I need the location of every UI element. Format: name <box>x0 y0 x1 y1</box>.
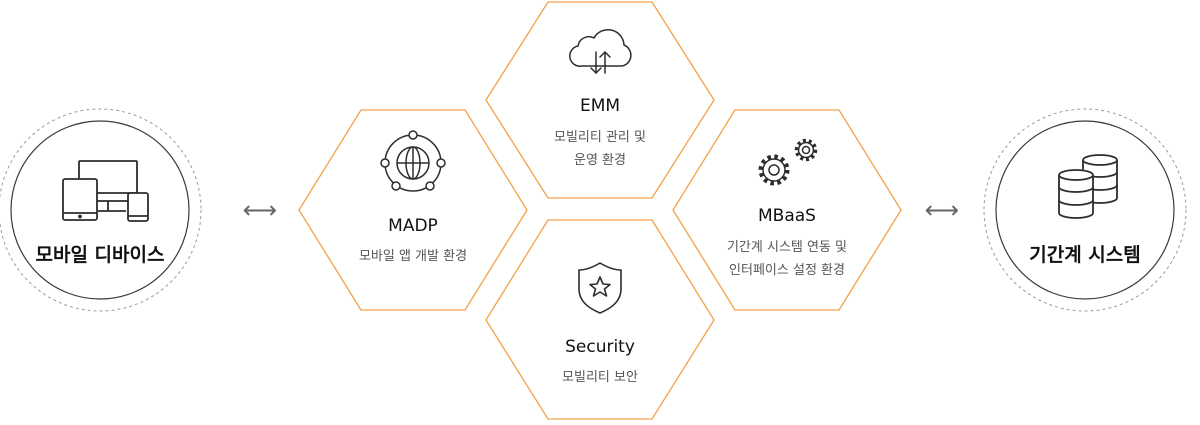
emm-title: EMM <box>579 96 621 116</box>
hexagon-mbaas <box>672 109 902 311</box>
left-connector-arrow: ⟷ <box>242 196 278 224</box>
hexagon-madp <box>298 109 528 311</box>
hexagon-emm <box>485 1 715 199</box>
globe-network-icon <box>380 130 446 192</box>
madp-desc: 모바일 앱 개발 환경 <box>358 249 468 264</box>
security-title: Security <box>565 337 635 357</box>
mbaas-title: MBaaS <box>758 206 816 226</box>
gears-icon <box>758 138 818 186</box>
right-node-label: 기간계 시스템 <box>1029 244 1141 266</box>
cloud-sync-icon <box>569 29 632 74</box>
left-node-circles <box>0 108 202 312</box>
left-node-label: 모바일 디바이스 <box>35 244 165 266</box>
mbaas-desc-line1: 기간계 시스템 연동 및 <box>726 240 848 255</box>
shield-star-icon <box>578 262 622 314</box>
mbaas-desc-line2: 인터페이스 설정 환경 <box>729 263 845 278</box>
security-desc: 모빌리티 보안 <box>562 370 638 385</box>
right-connector-arrow: ⟷ <box>924 196 960 224</box>
emm-desc-line2: 운영 환경 <box>574 153 626 168</box>
madp-title: MADP <box>388 216 438 236</box>
emm-desc-line1: 모빌리티 관리 및 <box>554 130 646 145</box>
database-icon <box>1058 154 1118 219</box>
hexagon-security <box>485 219 715 420</box>
devices-icon <box>62 160 149 222</box>
